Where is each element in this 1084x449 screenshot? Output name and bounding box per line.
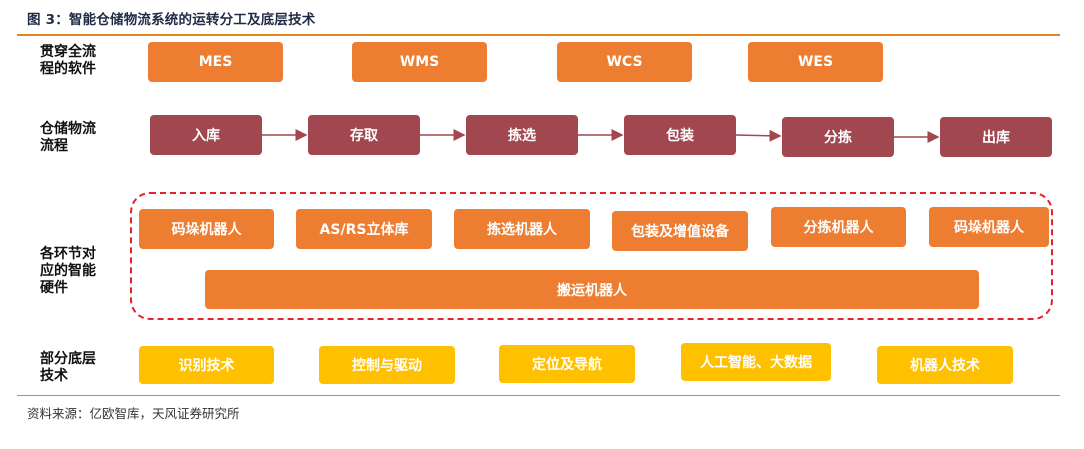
row-label-software-line2: 程的软件 <box>40 61 96 77</box>
row-label-base: 部分底层 技术 <box>40 351 120 385</box>
flow-step-outbound: 出库 <box>940 117 1052 157</box>
software-box-mes: MES <box>148 42 283 82</box>
hardware-box-picking-robot: 拣选机器人 <box>454 209 590 249</box>
flow-step-picking: 拣选 <box>466 115 578 155</box>
row-label-base-line1: 部分底层 <box>40 351 96 367</box>
hardware-box-packing-equipment: 包装及增值设备 <box>612 211 748 251</box>
row-label-hardware-line3: 硬件 <box>40 280 68 296</box>
hardware-box-palletizing-robot-2: 码垛机器人 <box>929 207 1049 247</box>
software-box-wcs: WCS <box>557 42 692 82</box>
row-label-hardware-line1: 各环节对 <box>40 246 96 262</box>
flow-step-storage: 存取 <box>308 115 420 155</box>
row-label-software: 贯穿全流 程的软件 <box>40 44 120 78</box>
flow-step-sorting: 分拣 <box>782 117 894 157</box>
base-box-robotics: 机器人技术 <box>877 346 1013 384</box>
base-box-control-drive: 控制与驱动 <box>319 346 455 384</box>
row-label-hardware-line2: 应的智能 <box>40 263 96 279</box>
hardware-box-sorting-robot: 分拣机器人 <box>771 207 906 247</box>
hardware-dashed-group <box>130 192 1053 320</box>
source-note: 资料来源：亿欧智库，天风证券研究所 <box>27 406 240 421</box>
row-label-software-line1: 贯穿全流 <box>40 44 96 60</box>
hardware-box-asrs: AS/RS立体库 <box>296 209 432 249</box>
row-label-hardware: 各环节对 应的智能 硬件 <box>40 246 120 297</box>
row-label-flow-line1: 仓储物流 <box>40 121 96 137</box>
software-box-wms: WMS <box>352 42 487 82</box>
base-box-positioning: 定位及导航 <box>499 345 635 383</box>
hardware-box-palletizing-robot-1: 码垛机器人 <box>139 209 274 249</box>
base-box-recognition: 识别技术 <box>139 346 274 384</box>
figure-title: 图 3：智能仓储物流系统的运转分工及底层技术 <box>27 12 316 28</box>
row-label-base-line2: 技术 <box>40 368 68 384</box>
flow-step-packing: 包装 <box>624 115 736 155</box>
bottom-rule <box>17 395 1060 396</box>
flow-step-inbound: 入库 <box>150 115 262 155</box>
row-label-flow-line2: 流程 <box>40 138 68 154</box>
flow-arrow-4 <box>735 129 782 142</box>
top-rule <box>17 34 1060 36</box>
software-box-wes: WES <box>748 42 883 82</box>
row-label-flow: 仓储物流 流程 <box>40 121 120 155</box>
hardware-box-handling-robot: 搬运机器人 <box>205 270 979 309</box>
base-box-ai-bigdata: 人工智能、大数据 <box>681 343 831 381</box>
